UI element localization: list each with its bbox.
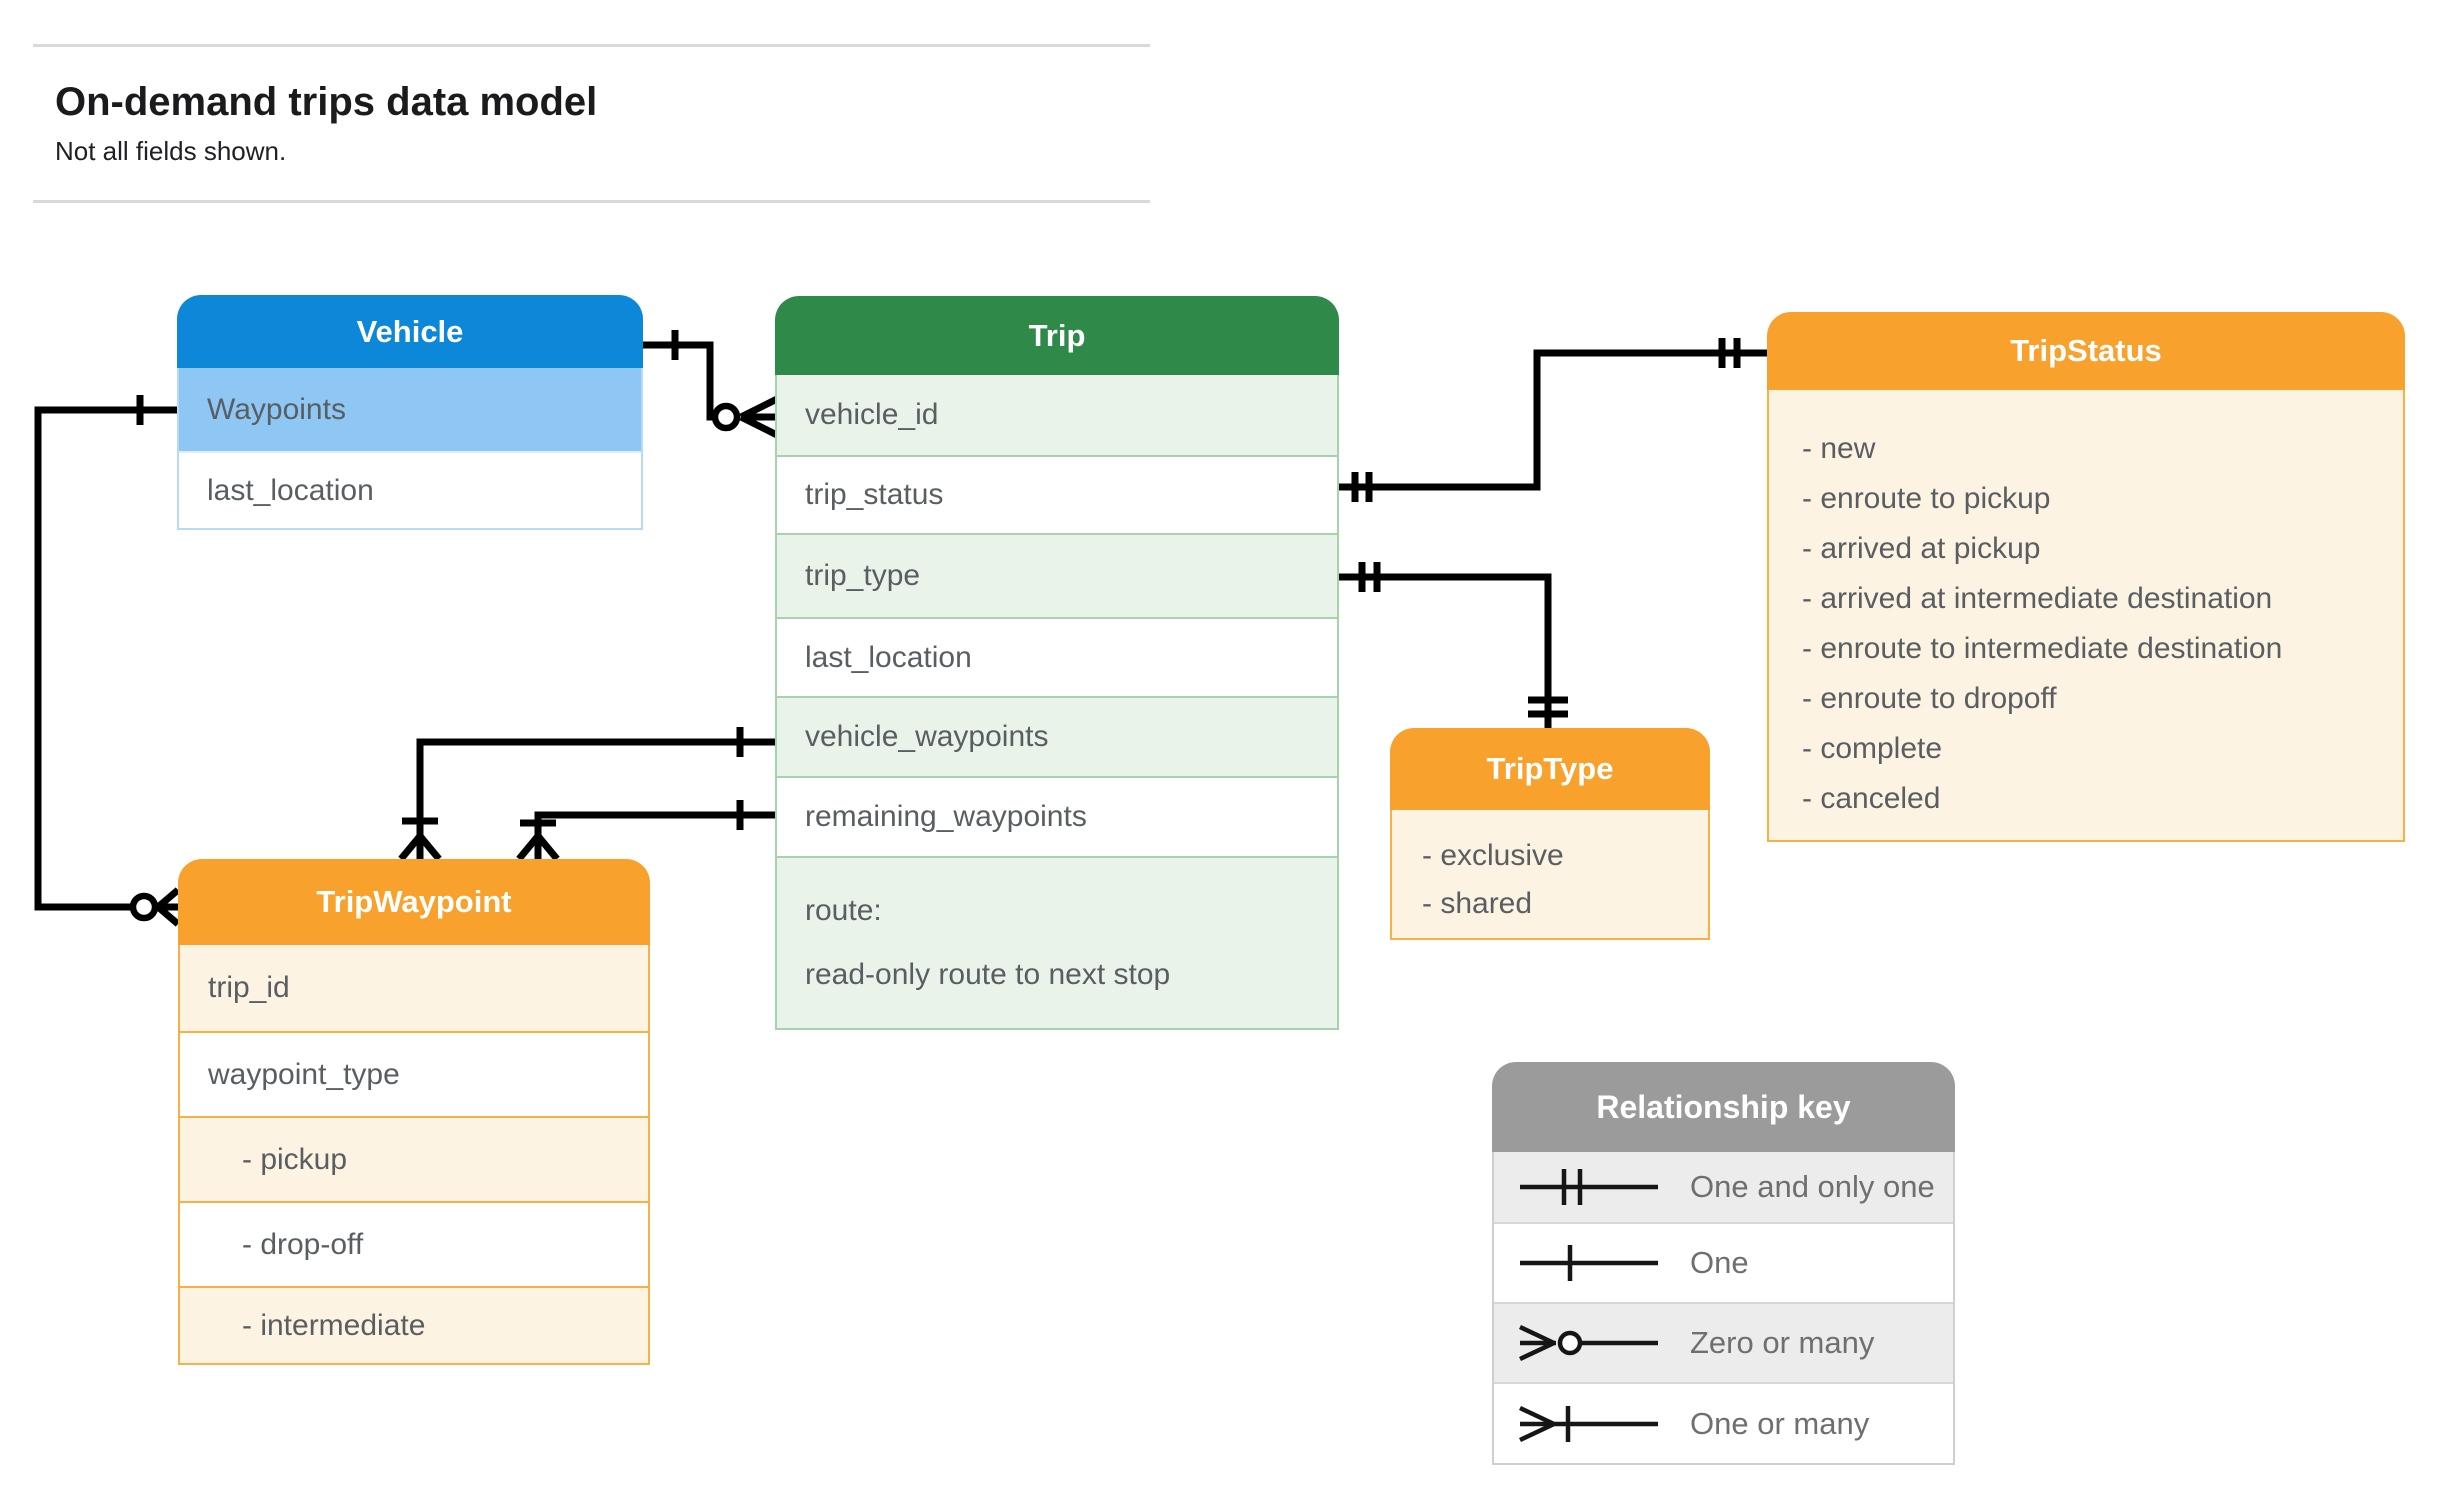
legend-label: One: [1690, 1245, 1749, 1280]
legend-label: Zero or many: [1690, 1325, 1875, 1360]
entity-tripwaypoint-header: TripWaypoint: [178, 859, 650, 945]
one-or-many-icon: [1519, 1405, 1658, 1442]
tripwaypoint-field-trip-id: trip_id: [180, 945, 648, 1031]
entity-trip: Trip vehicle_id trip_status trip_type la…: [775, 296, 1339, 1030]
entity-tripwaypoint: TripWaypoint trip_id waypoint_type - pic…: [178, 859, 650, 1365]
triptype-value-list: - exclusive - shared: [1422, 832, 1708, 928]
page-title: On-demand trips data model: [55, 80, 598, 124]
zero-circle: [129, 892, 159, 922]
tripstatus-value-list: - new - enroute to pickup - arrived at p…: [1802, 424, 2403, 824]
divider-bottom: [33, 200, 1150, 203]
divider-top: [33, 44, 1150, 47]
one-icon: [1520, 1245, 1658, 1281]
crows-foot: [398, 833, 442, 862]
tripwaypoint-value-pickup: - pickup: [180, 1116, 648, 1201]
trip-field-trip-type: trip_type: [777, 533, 1337, 617]
triptype-value: - shared: [1422, 887, 1533, 920]
legend-row-one: One: [1494, 1222, 1953, 1302]
legend-row-zero-or-many: Zero or many: [1494, 1302, 1953, 1382]
legend-row-one-and-only-one: One and only one: [1494, 1152, 1953, 1222]
tripstatus-value: - arrived at intermediate destination: [1802, 582, 2273, 615]
tripstatus-value: - arrived at pickup: [1802, 532, 2041, 565]
triptype-value: - exclusive: [1422, 839, 1564, 872]
tripstatus-value: - new: [1802, 432, 1876, 465]
connector-trip-status-to-tripstatus: [1339, 338, 1767, 502]
tripwaypoint-value-intermediate: - intermediate: [180, 1286, 648, 1363]
vehicle-field-last-location: last_location: [179, 451, 641, 528]
zero-circle: [711, 402, 741, 432]
page-subtitle: Not all fields shown.: [55, 136, 287, 166]
trip-field-vehicle-waypoints: vehicle_waypoints: [777, 696, 1337, 776]
tripstatus-value: - canceled: [1802, 782, 1941, 815]
one-and-only-one-icon: [1520, 1169, 1658, 1205]
vehicle-field-waypoints: Waypoints: [179, 368, 641, 451]
one-and-only-one-ticks: [1358, 562, 1381, 592]
tripstatus-value: - complete: [1802, 732, 1943, 765]
one-and-only-one-ticks: [1528, 696, 1568, 718]
tripstatus-value: - enroute to dropoff: [1802, 682, 2057, 715]
connector-vehicle-waypoints-to-tripwaypoint: [34, 395, 181, 927]
relationship-key: Relationship key One and only one One: [1492, 1062, 1955, 1465]
connector-trip-vehicle-waypoints-to-tripwaypoint: [398, 727, 775, 862]
entity-triptype: TripType - exclusive - shared: [1390, 728, 1710, 940]
legend-row-one-or-many: One or many: [1494, 1382, 1953, 1463]
trip-field-route-name: route:: [805, 894, 882, 927]
trip-field-last-location: last_location: [777, 617, 1337, 696]
crows-foot: [516, 833, 560, 862]
trip-field-trip-status: trip_status: [777, 455, 1337, 533]
trip-field-vehicle-id: vehicle_id: [777, 375, 1337, 455]
one-and-only-one-ticks: [1351, 472, 1373, 502]
tripstatus-value: - enroute to pickup: [1802, 482, 2051, 515]
trip-field-route: route: read-only route to next stop: [777, 856, 1337, 1028]
entity-tripstatus-header: TripStatus: [1767, 312, 2405, 390]
tripstatus-value: - enroute to intermediate destination: [1802, 632, 2283, 665]
relationship-key-header: Relationship key: [1492, 1062, 1955, 1152]
trip-field-route-description: read-only route to next stop: [805, 958, 1171, 991]
entity-vehicle: Vehicle Waypoints last_location: [177, 295, 643, 530]
tripwaypoint-value-drop-off: - drop-off: [180, 1201, 648, 1286]
legend-label: One and only one: [1690, 1169, 1935, 1204]
entity-triptype-header: TripType: [1390, 728, 1710, 810]
trip-field-remaining-waypoints: remaining_waypoints: [777, 776, 1337, 856]
one-and-only-one-ticks: [1718, 338, 1741, 368]
entity-trip-header: Trip: [775, 296, 1339, 375]
crows-foot: [739, 395, 779, 439]
connector-vehicle-to-trip-vehicle-id: [643, 330, 779, 439]
zero-or-many-icon: [1519, 1324, 1658, 1362]
legend-label: One or many: [1690, 1405, 1870, 1441]
entity-tripstatus: TripStatus - new - enroute to pickup - a…: [1767, 312, 2405, 842]
tripwaypoint-field-waypoint-type: waypoint_type: [180, 1031, 648, 1116]
connector-trip-type-to-triptype: [1339, 562, 1568, 728]
crows-foot: [155, 887, 181, 927]
entity-vehicle-header: Vehicle: [177, 295, 643, 368]
connector-trip-remaining-waypoints-to-tripwaypoint: [516, 800, 775, 862]
